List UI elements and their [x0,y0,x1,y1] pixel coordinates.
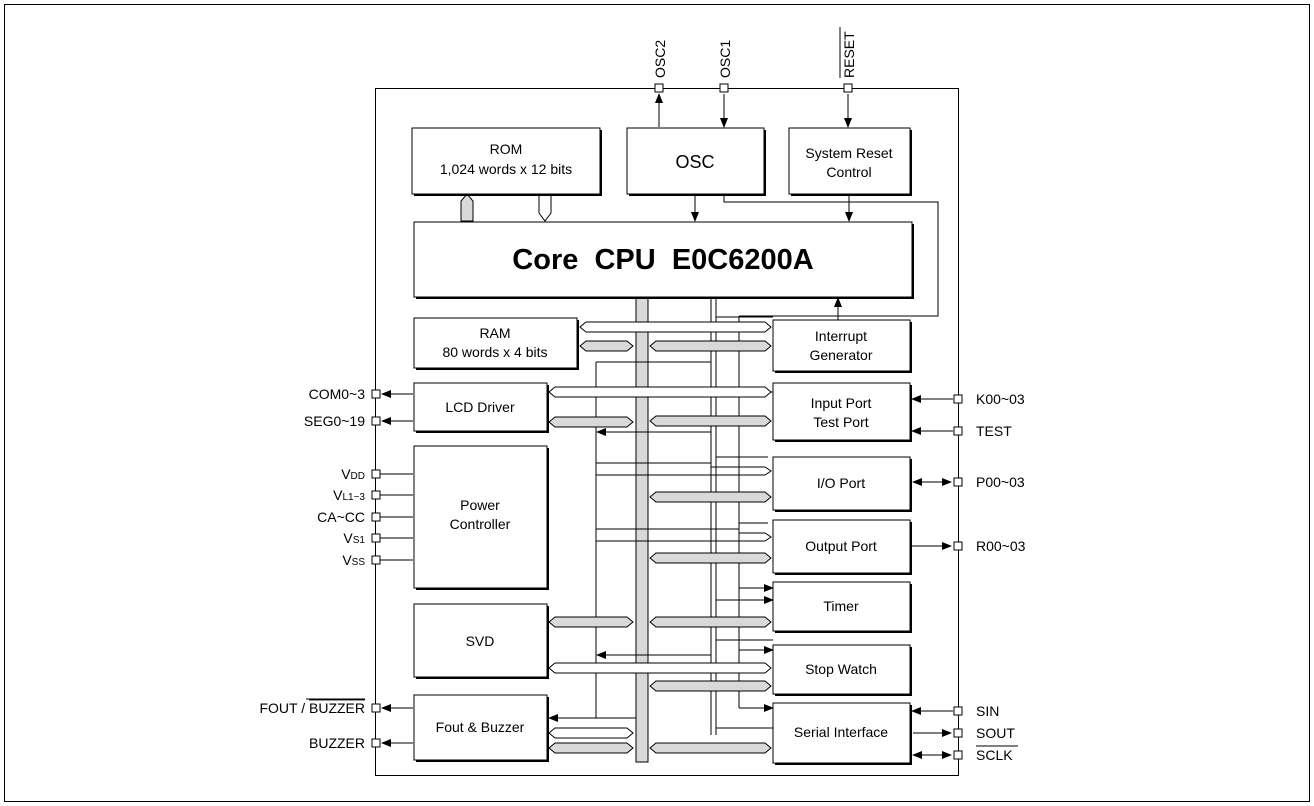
ram-block [413,317,578,369]
osc2-label: OSC2 [652,40,668,78]
output-port-label: Output Port [805,538,877,554]
r00-pin-label: R00~03 [976,538,1026,554]
core-cpu-label: Core CPU E0C6200A [512,244,813,276]
right-pin-connections [911,395,953,759]
serial-interface-block [772,702,911,764]
system-reset-line2: Control [826,164,871,180]
fout-buzzer-block [413,694,548,761]
right-pin-squares [953,394,963,760]
input-port-block [772,382,911,441]
timer-label: Timer [823,598,859,614]
sclk-pin-label: SCLK [976,747,1013,763]
top-pin-connections [655,93,853,222]
power-line2: Controller [450,516,511,532]
input-port-line2: Test Port [813,414,868,430]
vdd-pin-label: VDD [341,466,365,482]
ca-cc-pin-label: CA~CC [317,509,365,525]
left-pin-connections [380,390,413,747]
interrupt-generator-block [772,319,911,372]
sout-pin-label: SOUT [976,725,1015,741]
timer-block [772,581,911,632]
svd-label: SVD [466,633,495,649]
com-pin-label: COM0~3 [309,386,366,402]
serial-interface-label: Serial Interface [794,724,888,740]
vss-pin-label: VSS [342,552,365,568]
output-port-block [772,519,911,574]
osc1-pin [719,83,729,93]
reset-pin [843,83,853,93]
osc2-pin [654,83,664,93]
ram-title: RAM [479,325,510,341]
rom-bus-connectors [460,193,552,222]
rom-size: 1,024 words x 12 bits [440,161,572,177]
system-reset-block [788,127,911,195]
stop-watch-label: Stop Watch [805,661,877,677]
figure-frame [4,4,1310,802]
system-reset-line1: System Reset [805,145,892,161]
power-controller-block [413,445,548,589]
rom-block [411,127,601,195]
vl-pin-label: VL1~3 [333,487,365,503]
control-lines [548,193,939,735]
test-pin-label: TEST [976,423,1012,439]
stop-watch-block [772,644,911,695]
thin-bus-arrows [548,321,772,739]
svd-block [413,603,548,678]
lcd-driver-label: LCD Driver [445,399,515,415]
input-port-line1: Input Port [811,395,872,411]
core-cpu-block [413,221,913,298]
osc-label: OSC [675,152,714,172]
osc1-label: OSC1 [717,40,733,78]
p00-pin-label: P00~03 [976,474,1025,490]
rom-title: ROM [490,141,523,157]
fout-buzzer-label: Fout & Buzzer [436,719,525,735]
osc-block [626,127,765,195]
io-port-block [772,456,911,511]
buzzer-pin-label: BUZZER [309,735,365,751]
bus-arrows [548,340,772,754]
lcd-driver-block [413,382,548,432]
sin-pin-label: SIN [976,703,999,719]
power-line1: Power [460,497,500,513]
reset-label: RESET [841,31,857,78]
fout-pin-label: FOUT / BUZZER [259,700,365,716]
left-pin-squares [371,389,381,748]
io-port-label: I/O Port [817,475,865,491]
vs1-pin-label: VS1 [343,530,365,546]
seg-pin-label: SEG0~19 [304,413,365,429]
ram-size: 80 words x 4 bits [442,344,547,360]
k00-pin-label: K00~03 [976,391,1025,407]
interrupt-line2: Generator [809,347,872,363]
interrupt-line1: Interrupt [815,328,867,344]
